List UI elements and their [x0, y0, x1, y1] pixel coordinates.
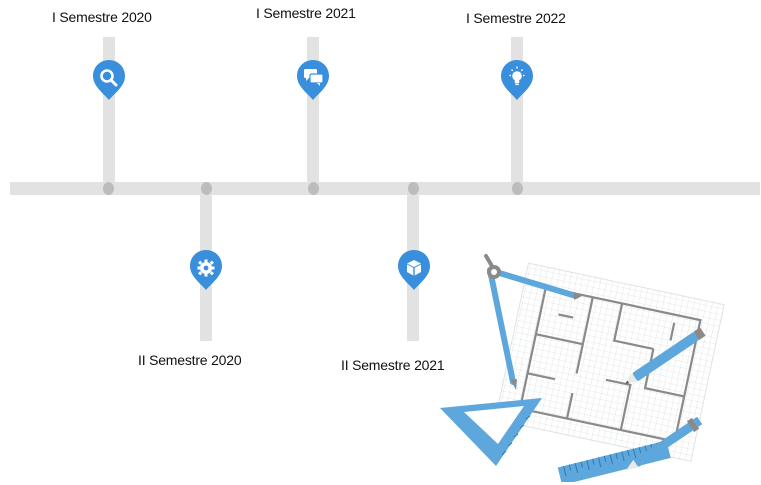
compass-tool — [484, 254, 582, 390]
chat-icon — [304, 69, 324, 86]
timeline-dot — [103, 182, 114, 195]
event-label-bottom-2: II Semestre 2021 — [341, 357, 445, 373]
gear-icon — [197, 259, 215, 277]
pencil-tool-bottom — [625, 416, 703, 471]
event-label-top-2: I Semestre 2021 — [256, 5, 356, 21]
straight-ruler — [557, 440, 671, 482]
box-icon — [407, 260, 421, 276]
event-marker-chat[interactable] — [295, 58, 331, 102]
blueprint-tools-illustration — [440, 254, 725, 482]
timeline-dot — [308, 182, 319, 195]
event-marker-gear[interactable] — [188, 248, 224, 292]
search-icon — [100, 69, 118, 87]
pencil-tool — [624, 327, 706, 385]
timeline-axis — [10, 182, 760, 195]
event-label-bottom-1: II Semestre 2020 — [138, 352, 242, 368]
event-marker-box[interactable] — [396, 248, 432, 292]
event-marker-search[interactable] — [91, 58, 127, 102]
timeline-dot — [512, 182, 523, 195]
event-marker-lightbulb[interactable] — [499, 58, 535, 102]
timeline-dot — [408, 182, 419, 195]
timeline-dot — [201, 182, 212, 195]
triangle-ruler — [440, 398, 542, 466]
event-label-top-1: I Semestre 2020 — [52, 9, 152, 25]
lightbulb-icon — [509, 66, 525, 86]
event-label-top-3: I Semestre 2022 — [466, 10, 566, 26]
